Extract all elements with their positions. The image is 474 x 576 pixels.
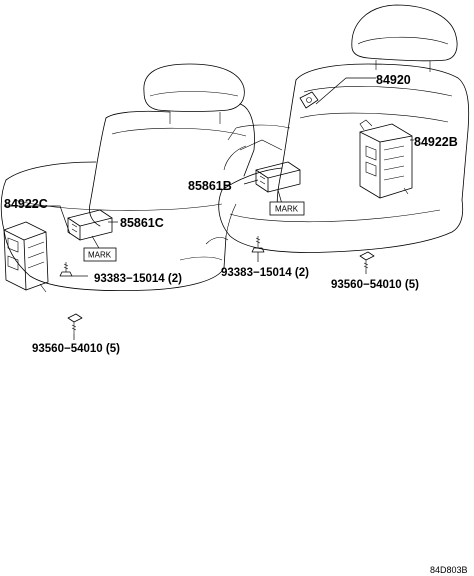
diagram-id: 84D803B	[430, 565, 468, 575]
ecu-85861c	[67, 209, 113, 241]
mark-tag-left: MARK	[83, 247, 117, 262]
right-seat	[218, 4, 470, 253]
label-screw-right: 93560−54010 (5)	[331, 279, 419, 291]
label-84920: 84920	[376, 73, 411, 87]
label-screw-left: 93560−54010 (5)	[32, 343, 120, 355]
leader-84922c	[4, 205, 71, 235]
screw-right	[359, 251, 375, 270]
label-84922c: 84922C	[4, 197, 48, 211]
mark-left-text: MARK	[88, 251, 112, 260]
mark-tag-right: MARK	[269, 201, 305, 216]
label-84922b: 84922B	[414, 135, 458, 149]
screw-left	[67, 313, 83, 334]
label-bolt-center: 93383−15014 (2)	[221, 267, 309, 279]
label-85861c: 85861C	[120, 216, 164, 230]
bolt-left	[59, 262, 73, 277]
module-84922c	[3, 221, 49, 293]
leader-85861b	[243, 179, 259, 185]
mark-right-text: MARK	[275, 205, 299, 214]
label-bolt-left: 93383−15014 (2)	[94, 273, 182, 285]
label-85861b: 85861B	[188, 179, 232, 193]
module-84922b	[359, 119, 413, 199]
bolt-center	[251, 236, 265, 253]
leader-84920	[315, 77, 376, 105]
left-seat	[0, 63, 255, 292]
ecu-85861b	[255, 161, 301, 193]
